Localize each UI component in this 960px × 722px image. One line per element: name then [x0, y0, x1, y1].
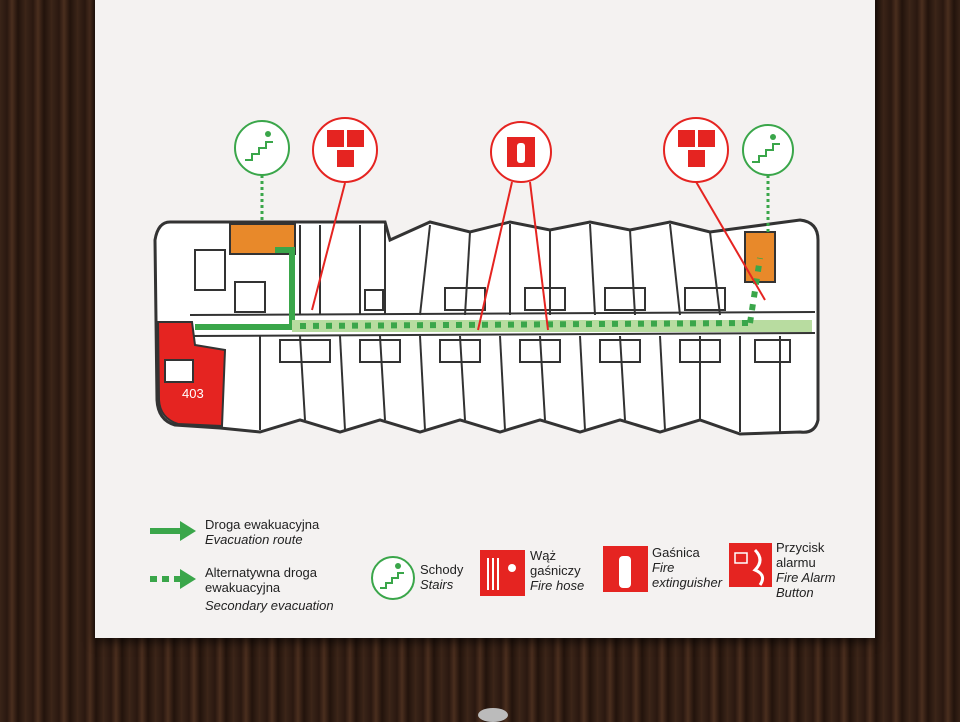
- room-walls: [194, 223, 791, 432]
- evacuation-route-arrow-icon: [150, 521, 196, 541]
- callout-fire-equipment-left: [312, 117, 378, 183]
- callout-stairs-left: [234, 120, 290, 176]
- secondary-route: [299, 320, 751, 329]
- callout-fire-equipment-right: [663, 117, 729, 183]
- mounting-screw: [478, 708, 508, 722]
- corridor-wall: [189, 332, 816, 337]
- callout-extinguisher: [490, 121, 552, 183]
- secondary-route: [747, 257, 763, 324]
- evacuation-route: [195, 247, 295, 330]
- pointer-lines: [311, 179, 766, 331]
- secondary-route-arrow-icon: [150, 569, 196, 589]
- room-number: 403: [182, 386, 204, 401]
- callout-stairs-right: [742, 124, 794, 176]
- stairs-icon: [371, 556, 415, 600]
- fire-extinguisher-icon: [603, 546, 648, 592]
- stairwell-left: [229, 223, 296, 255]
- fire-alarm-button-icon: [729, 543, 772, 587]
- fire-hose-icon: [480, 550, 525, 596]
